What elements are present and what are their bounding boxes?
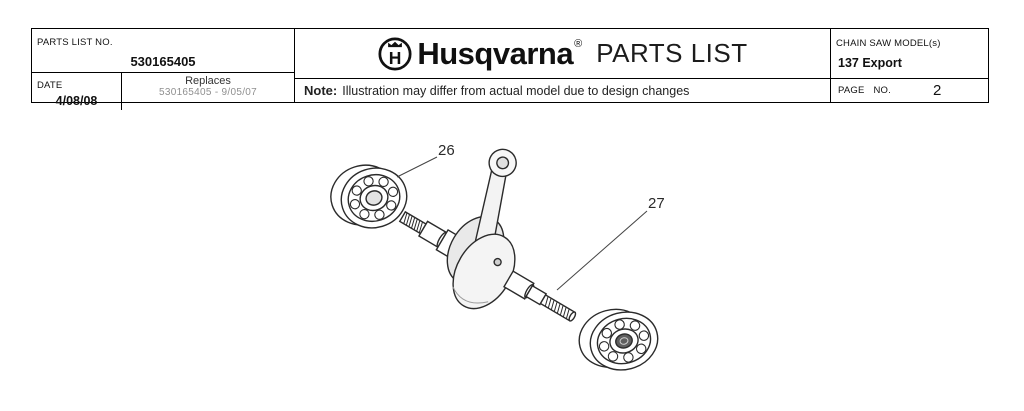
note-label: Note:	[304, 83, 338, 98]
date-cell: DATE 4/08/08	[32, 73, 122, 110]
parts-list-no-cell: PARTS LIST NO. 530165405	[32, 29, 294, 73]
crankshaft	[398, 148, 577, 322]
note-text: Illustration may differ from actual mode…	[342, 83, 690, 98]
header-right-section: CHAIN SAW MODEL(s) 137 Export PAGE NO. 2	[831, 29, 988, 102]
callouts: 26 27	[396, 142, 665, 291]
brand-row: H Husqvarna ® PARTS LIST	[295, 29, 830, 79]
callout-26-leader-line	[396, 156, 438, 178]
date-replaces-row: DATE 4/08/08 Replaces 530165405 - 9/05/0…	[32, 73, 294, 110]
replaces-cell: Replaces 530165405 - 9/05/07	[122, 73, 294, 110]
page-no-label: NO.	[873, 85, 891, 96]
header-table: PARTS LIST NO. 530165405 DATE 4/08/08 Re…	[31, 28, 989, 110]
header-center-section: H Husqvarna ® PARTS LIST Note: Illustrat…	[294, 29, 831, 102]
bearing-26	[330, 164, 408, 229]
callout-27: 27	[556, 195, 665, 291]
parts-list-no-value: 530165405	[130, 54, 196, 69]
page-label: PAGE	[838, 85, 865, 96]
svg-text:H: H	[389, 48, 402, 68]
note-row: Note: Illustration may differ from actua…	[295, 79, 830, 102]
crankshaft-right-thread	[539, 293, 577, 322]
husqvarna-logo-icon: H	[378, 36, 412, 71]
registered-mark: ®	[574, 37, 583, 50]
date-label: DATE	[37, 80, 63, 91]
replaces-label: Replaces	[185, 75, 231, 87]
header-left-section: PARTS LIST NO. 530165405 DATE 4/08/08 Re…	[32, 29, 294, 110]
bearing-27-balls	[598, 319, 650, 363]
model-label: CHAIN SAW MODEL(s)	[836, 38, 941, 49]
model-cell: CHAIN SAW MODEL(s) 137 Export	[831, 29, 988, 79]
callout-26: 26	[396, 142, 455, 178]
replaces-value: 530165405 - 9/05/07	[158, 87, 257, 98]
callout-27-leader-line	[556, 210, 648, 291]
parts-list-no-label: PARTS LIST NO.	[37, 37, 113, 48]
brand-name: Husqvarna	[417, 35, 574, 71]
bearing-27	[578, 308, 659, 371]
parts-list-title: PARTS LIST	[596, 38, 748, 68]
page-number: 2	[933, 82, 942, 99]
model-value: 137 Export	[838, 56, 902, 70]
callout-27-label: 27	[648, 195, 665, 212]
bearing-26-balls	[349, 176, 399, 220]
page-cell: PAGE NO. 2	[831, 79, 988, 102]
date-value: 4/08/08	[55, 94, 98, 108]
callout-26-label: 26	[438, 142, 455, 159]
